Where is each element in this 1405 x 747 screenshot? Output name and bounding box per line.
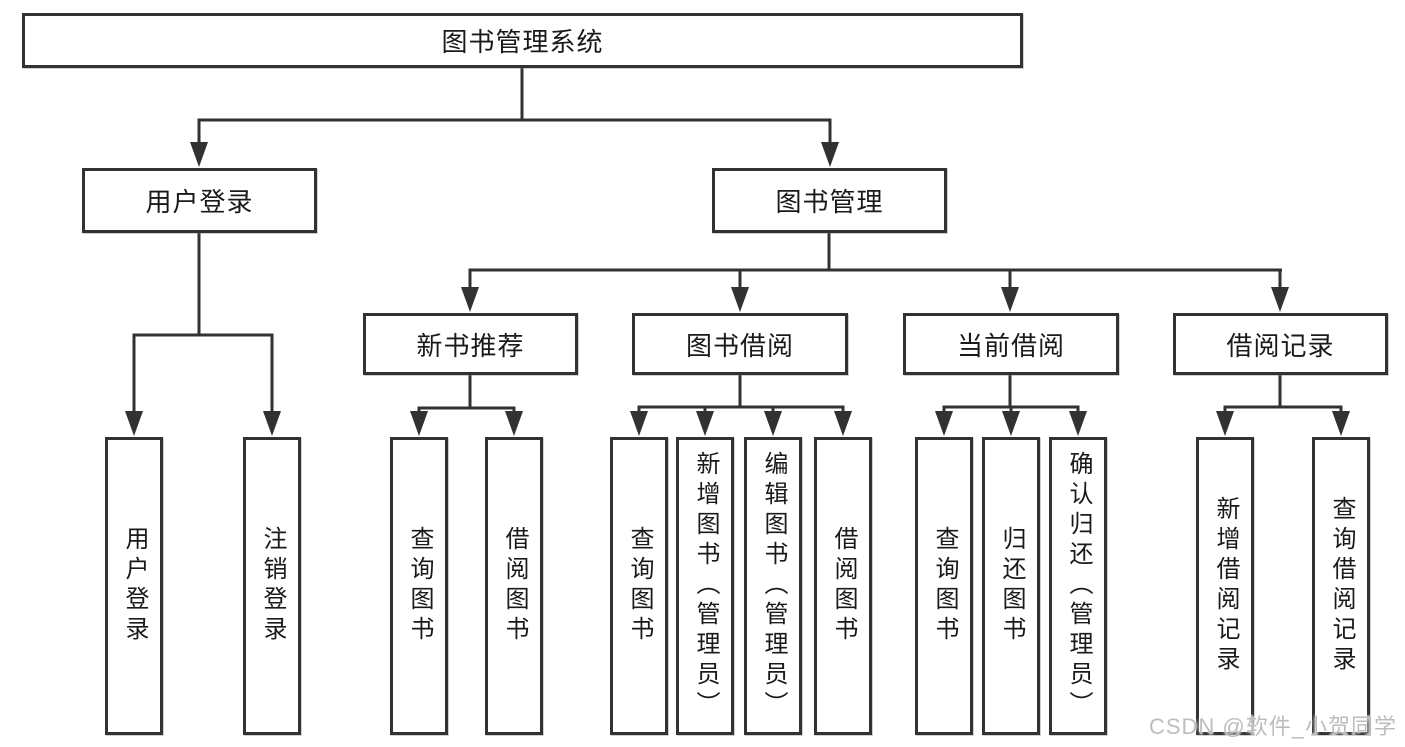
leaf-label: 查询借阅记录: [1328, 496, 1355, 676]
node-label: 图书管理系统: [441, 27, 604, 57]
leaf-borrow-books-recommend: 借阅图书: [485, 437, 543, 735]
leaf-label: 注销登录: [259, 526, 286, 646]
leaf-label: 借阅图书: [830, 526, 857, 646]
leaf-user-login: 用户登录: [105, 437, 163, 735]
node-user-login: 用户登录: [82, 168, 317, 233]
node-book-borrowing: 图书借阅: [632, 313, 848, 375]
node-borrowing-records: 借阅记录: [1173, 313, 1388, 375]
leaf-label: 用户登录: [121, 526, 148, 646]
leaf-add-books-admin: 新增图书（管理员）: [676, 437, 734, 735]
node-label: 当前借阅: [956, 330, 1065, 361]
node-label: 用户登录: [145, 187, 254, 217]
leaf-query-borrow-record: 查询借阅记录: [1312, 437, 1370, 735]
node-current-borrowing: 当前借阅: [903, 313, 1119, 375]
leaf-label: 确认归还（管理员）: [1065, 451, 1092, 721]
leaf-query-books-borrowing: 查询图书: [610, 437, 668, 735]
node-label: 新书推荐: [416, 330, 525, 361]
leaf-borrow-books: 借阅图书: [814, 437, 872, 735]
leaf-confirm-return-admin: 确认归还（管理员）: [1049, 437, 1107, 735]
leaf-query-books-recommend: 查询图书: [390, 437, 448, 735]
leaf-label: 查询图书: [406, 526, 433, 646]
leaf-query-books-current: 查询图书: [915, 437, 973, 735]
node-new-book-recommendation: 新书推荐: [363, 313, 578, 375]
node-label: 图书借阅: [685, 330, 794, 361]
leaf-return-books: 归还图书: [982, 437, 1040, 735]
leaf-logout: 注销登录: [243, 437, 301, 735]
node-library-management-system: 图书管理系统: [22, 13, 1023, 68]
leaf-label: 归还图书: [998, 526, 1025, 646]
leaf-label: 新增图书（管理员）: [692, 451, 719, 721]
leaf-add-borrow-record: 新增借阅记录: [1196, 437, 1254, 735]
node-label: 图书管理: [775, 187, 884, 217]
csdn-watermark: CSDN @软件_小贺同学: [1148, 714, 1397, 739]
leaf-label: 借阅图书: [501, 526, 528, 646]
node-book-management: 图书管理: [712, 168, 947, 233]
leaf-edit-books-admin: 编辑图书（管理员）: [744, 437, 802, 735]
leaf-label: 编辑图书（管理员）: [760, 451, 787, 721]
node-label: 借阅记录: [1226, 330, 1335, 361]
leaf-label: 查询图书: [931, 526, 958, 646]
leaf-label: 新增借阅记录: [1212, 496, 1239, 676]
leaf-label: 查询图书: [626, 526, 653, 646]
